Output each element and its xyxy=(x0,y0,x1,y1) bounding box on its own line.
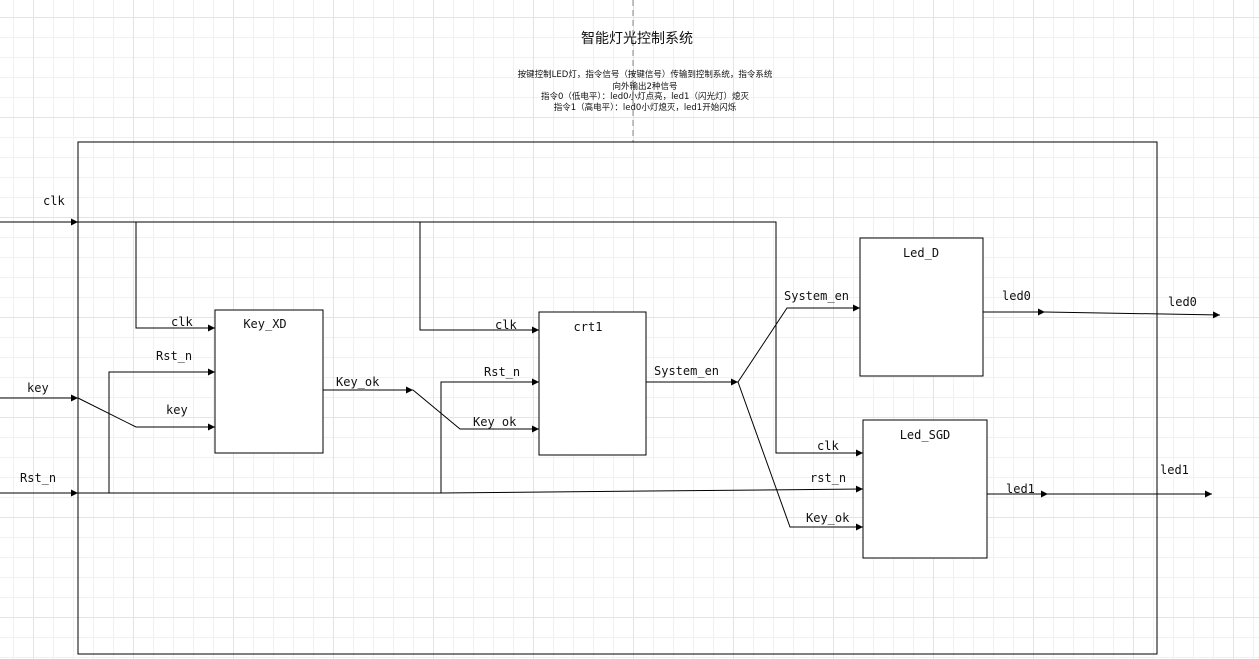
module-led-d-name: Led_D xyxy=(903,246,939,260)
module-key-xd xyxy=(214,309,324,454)
input-label-rst: Rst_n xyxy=(20,471,56,485)
clk-bus-wire xyxy=(78,221,863,457)
module-led-sgd xyxy=(862,419,988,559)
led-d-port-system-en: System_en xyxy=(784,289,849,303)
led0-external-wire xyxy=(1044,311,1221,319)
diagram-title: 智能灯光控制系统 xyxy=(581,31,693,47)
key-xd-port-key: key xyxy=(166,403,188,417)
module-crt1 xyxy=(538,311,647,456)
rst-to-keyxd-wire xyxy=(108,368,215,493)
output-label-led0: led0 xyxy=(1168,295,1197,309)
description-line-1: 按键控制LED灯，指令信号（按键信号）传输到控制系统，指令系统 xyxy=(518,69,773,80)
system-en-to-ledd-wire xyxy=(737,304,860,383)
crt1-port-key-ok: Key_ok xyxy=(473,415,517,429)
keyok-to-crt1-wire xyxy=(412,389,539,433)
input-label-clk: clk xyxy=(43,194,65,208)
input-label-key: key xyxy=(27,381,49,395)
key-xd-port-clk: clk xyxy=(171,315,193,329)
output-label-led1: led1 xyxy=(1160,463,1189,477)
crt1-port-rst: Rst_n xyxy=(484,365,520,379)
key-to-keyxd-wire xyxy=(77,397,215,431)
module-led-sgd-name: Led_SGD xyxy=(900,428,951,442)
led-sgd-port-led1: led1 xyxy=(1006,482,1035,496)
module-led-d xyxy=(859,237,984,377)
led-d-port-led0: led0 xyxy=(1002,289,1031,303)
clk-to-keyxd-wire xyxy=(135,222,215,332)
crt1-port-system-en: System_en xyxy=(654,364,719,378)
key-xd-port-rst: Rst_n xyxy=(156,349,192,363)
clk-to-crt1-wire xyxy=(419,222,539,334)
rst-to-ledsgd-wire xyxy=(440,485,864,494)
led-sgd-port-clk: clk xyxy=(817,439,839,453)
description-line-2: 向外输出2种信号 xyxy=(613,81,678,92)
led-sgd-port-key-ok: Key_ok xyxy=(806,511,850,525)
led-sgd-port-rst: rst_n xyxy=(810,471,846,485)
crt1-port-clk: clk xyxy=(495,318,517,332)
module-crt1-name: crt1 xyxy=(574,320,603,334)
module-key-xd-name: Key_XD xyxy=(243,317,286,331)
description-line-4: 指令1（高电平）：led0小灯熄灭，led1开始闪烁 xyxy=(554,102,737,113)
description-line-3: 指令0（低电平）：led0小灯点亮，led1（闪光灯）熄灭 xyxy=(541,91,749,102)
system-en-to-ledsgd-wire xyxy=(737,381,863,531)
key-xd-port-key-ok: Key_ok xyxy=(336,375,380,389)
rst-to-crt1-wire xyxy=(440,378,539,493)
